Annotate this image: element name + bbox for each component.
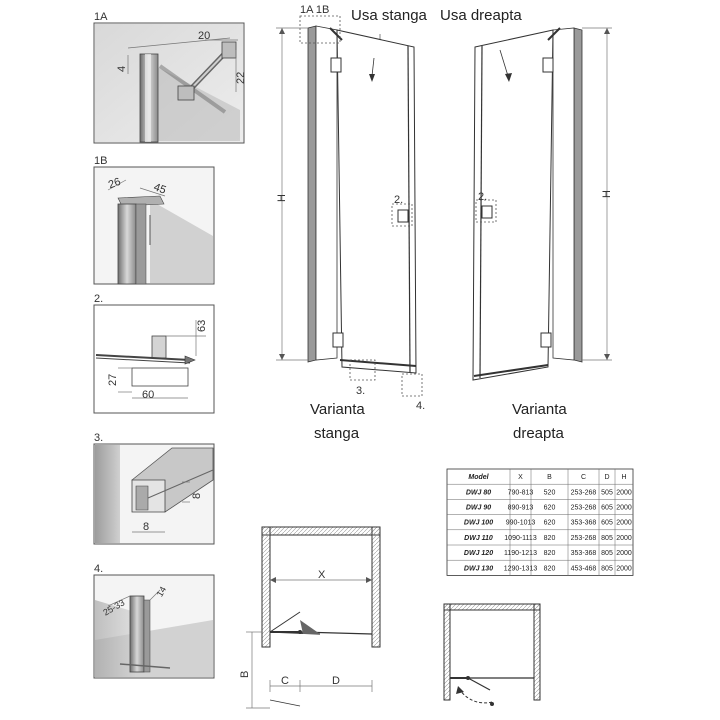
detail-2-label: 2.	[94, 293, 103, 305]
dim-h-left: H	[276, 194, 288, 202]
model-table-cell: 805	[601, 550, 613, 557]
model-table-cell: 820	[544, 565, 556, 572]
model-table-border	[446, 468, 634, 576]
model-table-cell: DWJ 100	[464, 520, 493, 527]
detail-1a-label: 1A	[94, 11, 108, 23]
plan-dim-b: B	[239, 671, 251, 678]
model-table-cell: 820	[544, 535, 556, 542]
detail-2-dim-60: 60	[142, 389, 154, 401]
model-table-cell: 2000	[616, 489, 632, 496]
plan-dim-c: C	[281, 675, 289, 687]
model-table-cell: 620	[544, 505, 556, 512]
model-table-cell: 2000	[616, 550, 632, 557]
model-table-cell: 520	[544, 489, 556, 496]
model-table-cell: 605	[601, 505, 613, 512]
callout-2-left: 2.	[394, 194, 403, 206]
model-table-cell: 2000	[616, 565, 632, 572]
model-table-cell: 253-268	[571, 505, 597, 512]
model-table-cell: 620	[544, 520, 556, 527]
label-varianta-dreapta-2: dreapta	[513, 425, 565, 442]
plan-view-small	[443, 603, 541, 706]
detail-3: 3. 8 8	[93, 432, 215, 545]
detail-1a-dim-4: 4	[116, 66, 128, 72]
dim-h-right: H	[601, 190, 613, 198]
detail-1b: 1B 26 45	[93, 155, 215, 285]
detail-1a: 1A 20 4 22	[93, 11, 247, 144]
detail-2-dim-63: 63	[196, 320, 208, 332]
plan-view-large: X B C D	[239, 526, 381, 709]
detail-4-label: 4.	[94, 563, 103, 575]
callout-4: 4.	[416, 400, 425, 412]
plan-dim-x: X	[318, 569, 326, 581]
model-table-cell: DWJ 80	[466, 489, 491, 496]
model-table-cell: 253-268	[571, 489, 597, 496]
model-table-header: D	[604, 474, 609, 481]
label-varianta-dreapta-1: Varianta	[512, 401, 567, 418]
model-table-header: X	[518, 474, 523, 481]
model-table-cell: DWJ 120	[464, 550, 493, 557]
label-varianta-stanga-2: stanga	[314, 425, 360, 442]
detail-4: 4. 25-33 14	[93, 563, 215, 679]
detail-3-dim-8-horizontal: 8	[143, 521, 149, 533]
detail-1b-dim-26: 26	[107, 176, 123, 191]
model-table-cell: 805	[601, 565, 613, 572]
model-table-cell: 2000	[616, 535, 632, 542]
title-usa-stanga: Usa stanga	[351, 7, 428, 24]
detail-1b-label: 1B	[94, 155, 107, 167]
detail-1b-dim-45: 45	[152, 181, 168, 196]
model-table-cell: 2000	[616, 505, 632, 512]
title-usa-dreapta: Usa dreapta	[440, 7, 522, 24]
model-table-cell: 2000	[616, 520, 632, 527]
plan-dim-d: D	[332, 675, 340, 687]
model-table-cell: 990-1013	[506, 520, 536, 527]
model-table-cell: DWJ 130	[464, 565, 493, 572]
model-table-header: B	[547, 474, 552, 481]
model-table-cell: 790-813	[508, 489, 534, 496]
detail-3-label: 3.	[94, 432, 103, 444]
model-table-cell: 453-468	[571, 565, 597, 572]
model-table-cell: DWJ 110	[464, 535, 493, 542]
model-table-cell: 820	[544, 550, 556, 557]
model-table-cell: 805	[601, 535, 613, 542]
model-table-cell: 1190-1213	[504, 550, 537, 557]
model-table-cell: 1090-1113	[504, 535, 537, 542]
door-left-elevation: Usa stanga 1A 1B 2. 3. 4. H Var	[276, 4, 428, 442]
model-table-cell: 353-368	[571, 550, 597, 557]
detail-1a-dim-22: 22	[235, 72, 247, 84]
callout-2-right: 2.	[478, 191, 487, 203]
door-right-elevation: Usa dreapta 2. H Varianta dreapta	[440, 7, 613, 442]
model-table-cell: 890-913	[508, 505, 534, 512]
detail-1a-dim-20: 20	[198, 30, 210, 42]
detail-4-dim-14: 14	[155, 585, 169, 599]
model-table-cell: 1290-1313	[504, 565, 538, 572]
detail-2: 2. 63 27 60	[93, 293, 215, 414]
model-table-cell: DWJ 90	[466, 505, 491, 512]
model-table-cell: 505	[601, 489, 613, 496]
detail-2-dim-27: 27	[107, 374, 119, 386]
model-table-cell: 353-368	[571, 520, 597, 527]
label-varianta-stanga-1: Varianta	[310, 401, 365, 418]
callout-1a-1b: 1A 1B	[300, 4, 329, 16]
model-table-header: H	[621, 474, 626, 481]
detail-3-dim-8-vertical: 8	[191, 493, 203, 499]
model-table-header: Model	[468, 474, 489, 481]
model-table-cell: 253-268	[571, 535, 597, 542]
model-table-header: C	[581, 474, 586, 481]
model-table-cell: 605	[601, 520, 613, 527]
callout-3: 3.	[356, 385, 365, 397]
